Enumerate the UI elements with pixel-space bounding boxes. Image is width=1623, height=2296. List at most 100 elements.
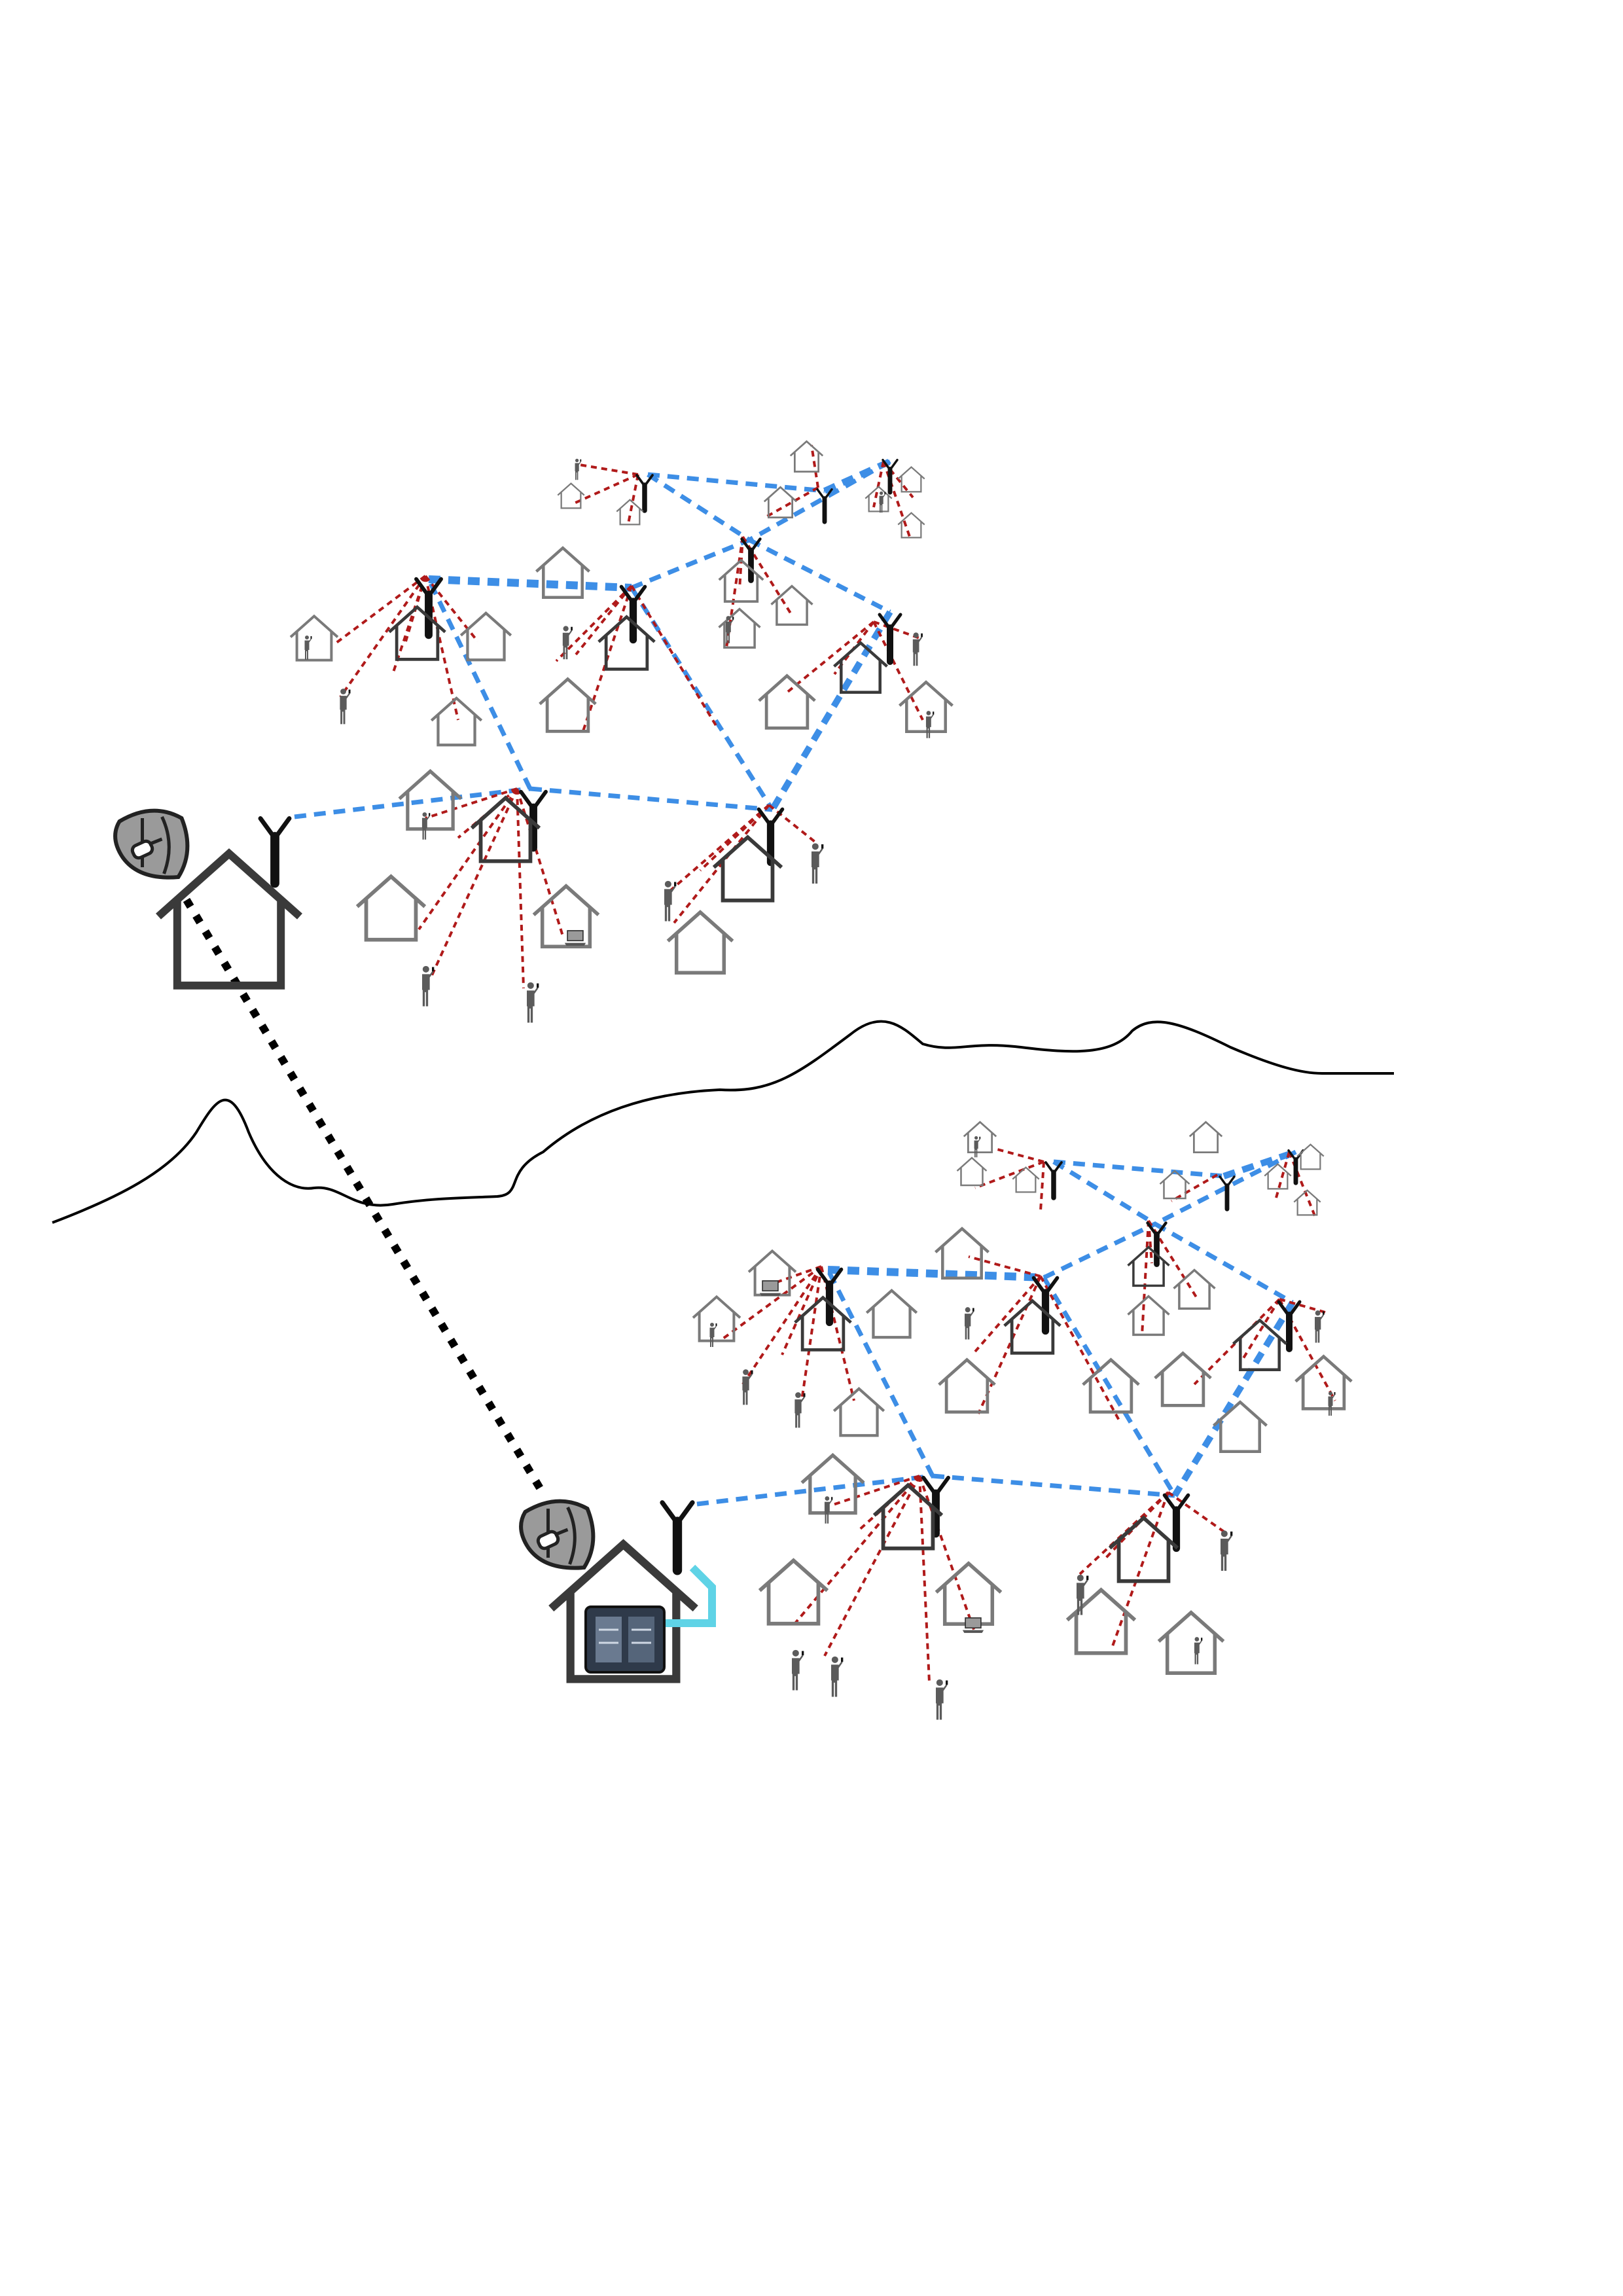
- backhaul-link: [769, 610, 893, 812]
- house-icon: [1264, 1163, 1292, 1190]
- backhaul-link: [748, 537, 891, 615]
- house-icon: [939, 1360, 995, 1412]
- house-icon: [1188, 1121, 1223, 1153]
- network-equipment-case-icon: [584, 1605, 666, 1674]
- satellite-dish-icon: [521, 1501, 593, 1568]
- house-icon: [1126, 1246, 1171, 1287]
- antenna-icon: [662, 1503, 692, 1571]
- house-icon: [472, 798, 540, 861]
- backhaul-link: [1154, 1221, 1294, 1305]
- backhaul-link: [1043, 1221, 1156, 1280]
- house-icon: [289, 615, 339, 662]
- house-icon: [1012, 1166, 1040, 1193]
- person-icon: [791, 1649, 805, 1691]
- person-icon: [878, 491, 886, 513]
- person-icon: [526, 981, 540, 1024]
- person-icon: [709, 1322, 718, 1348]
- backhaul-link: [696, 1473, 933, 1507]
- backhaul-link: [748, 459, 891, 543]
- house-icon: [956, 1157, 988, 1187]
- cable-icon: [664, 1564, 716, 1627]
- antenna-icon: [637, 475, 652, 511]
- person-icon: [1193, 1636, 1204, 1665]
- house-icon: [599, 617, 655, 670]
- person-icon: [574, 458, 582, 480]
- backhaul-links: [696, 1149, 1297, 1507]
- house-icon: [1296, 1143, 1325, 1170]
- person-icon: [925, 710, 935, 739]
- person-icon: [823, 1496, 834, 1524]
- house-icon: [1172, 1268, 1217, 1310]
- access-links: [722, 1147, 1336, 1683]
- house-icon: [540, 679, 596, 732]
- house-icon: [789, 440, 824, 473]
- house-icon: [760, 1560, 828, 1624]
- satellite-dish-icon: [115, 811, 187, 878]
- person-icon: [562, 625, 574, 660]
- people: [709, 1136, 1336, 1721]
- antenna-icon: [880, 615, 901, 662]
- antenna-icon: [923, 1478, 948, 1534]
- house-icon: [759, 676, 815, 728]
- house-icon: [936, 1229, 989, 1278]
- house-icon: [461, 613, 511, 660]
- person-icon: [663, 880, 677, 922]
- antenna-icon: [759, 810, 783, 863]
- house-icon: [1126, 1295, 1171, 1336]
- backhaul-link: [932, 1473, 1175, 1498]
- house-icon: [834, 1389, 884, 1435]
- house-icon: [866, 1291, 917, 1337]
- house-icon: [802, 1455, 864, 1513]
- lower-cluster: [521, 1121, 1352, 1721]
- backhaul-link: [529, 786, 773, 812]
- person-icon: [830, 1655, 844, 1698]
- house-icon: [431, 698, 482, 745]
- person-icon: [973, 1136, 981, 1158]
- house-icon: [1110, 1518, 1178, 1581]
- house-icon: [557, 482, 585, 509]
- house-icon: [1296, 1357, 1352, 1409]
- houses: [289, 440, 953, 973]
- backhaul-link: [1041, 1276, 1177, 1497]
- backhaul-link: [294, 786, 531, 819]
- person-icon: [963, 1306, 975, 1340]
- backhaul-link: [647, 473, 751, 542]
- house-icon: [1155, 1354, 1211, 1406]
- house-icon: [357, 876, 425, 940]
- person-icon: [339, 688, 351, 725]
- laptop-icon: [758, 1280, 782, 1297]
- laptop-icon: [563, 930, 587, 946]
- person-icon: [935, 1678, 949, 1721]
- backhaul-link: [428, 575, 632, 592]
- person-icon: [794, 1391, 806, 1429]
- backhaul-link: [426, 578, 533, 790]
- house-icon: [897, 466, 925, 493]
- backhaul-link: [630, 586, 774, 811]
- person-icon: [1313, 1310, 1325, 1344]
- backhaul-link: [647, 472, 825, 493]
- house-icon: [534, 886, 599, 946]
- antenna-icon: [1046, 1162, 1061, 1198]
- house-icon: [389, 607, 446, 660]
- person-icon: [1075, 1573, 1090, 1616]
- person-icon: [810, 842, 825, 885]
- backhaul-link: [1052, 1160, 1156, 1226]
- backhaul-link: [823, 458, 892, 494]
- antenna-icon: [260, 819, 289, 884]
- house-icon: [1159, 1613, 1224, 1673]
- house-icon: [668, 912, 733, 973]
- houses: [692, 1121, 1352, 1673]
- person-icon: [421, 965, 435, 1007]
- house-icon: [399, 771, 461, 829]
- antenna-icon: [1220, 1177, 1234, 1210]
- antenna-icon: [817, 490, 832, 522]
- backhaul-link: [630, 537, 751, 590]
- antenna-icon: [521, 792, 546, 848]
- backhaul-links: [294, 458, 893, 819]
- upper-cluster: [115, 440, 953, 1024]
- house-icon: [763, 486, 798, 518]
- terrain-ridge: [52, 1020, 1394, 1224]
- house-icon: [537, 548, 590, 598]
- person-icon: [421, 812, 431, 840]
